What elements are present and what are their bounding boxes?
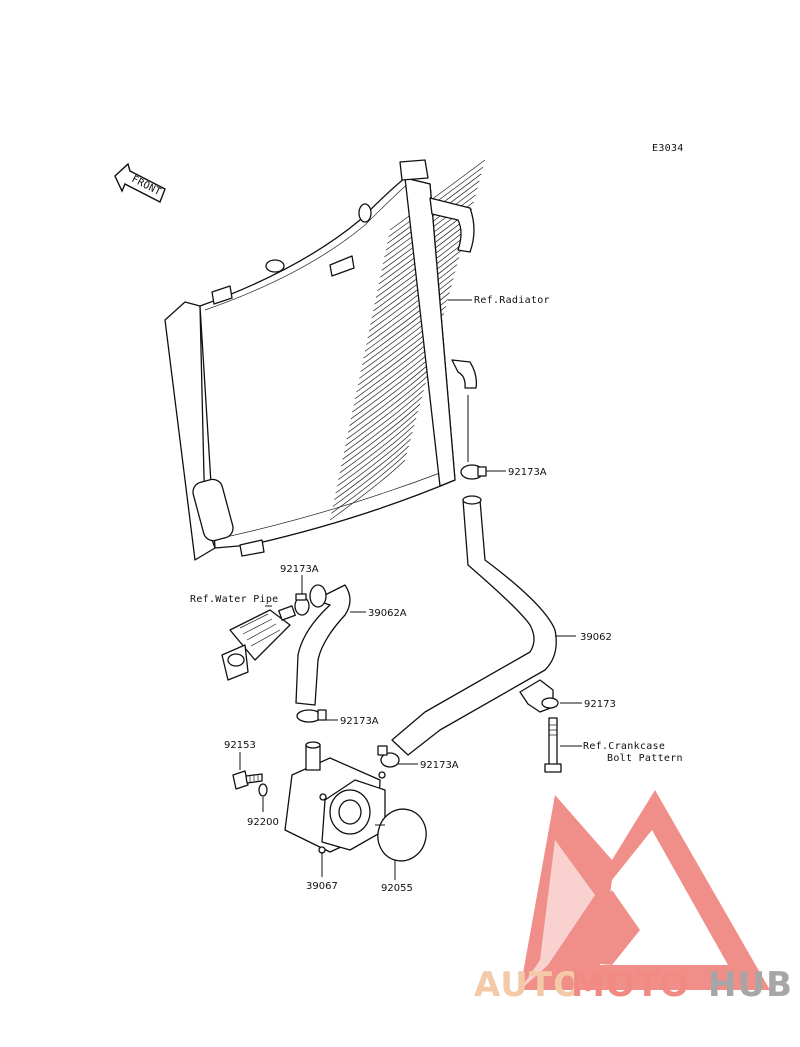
radiator-fin-line <box>363 292 450 359</box>
radiator-fin-line <box>329 459 406 521</box>
clamp-cooler-right <box>377 745 400 768</box>
radiator-assembly: Ref.Radiator <box>164 159 550 561</box>
label-crankcase-1: Ref.Crankcase <box>583 741 665 752</box>
label-hose-a: 39062A <box>368 608 407 619</box>
radiator-fin-line <box>388 166 484 238</box>
oil-cooler <box>284 741 386 854</box>
label-hose-b: 39062 <box>580 632 612 643</box>
hose-39062 <box>391 499 557 756</box>
crankcase-bolt <box>544 717 562 773</box>
hose-39062a <box>295 584 351 706</box>
radiator-fin-line <box>338 417 417 480</box>
diagram-code: E3034 <box>652 143 684 154</box>
radiator-fin-line <box>345 382 426 447</box>
radiator-fin-line <box>346 376 428 440</box>
label-bolt: 92153 <box>224 740 256 751</box>
water-pipe <box>221 605 296 681</box>
radiator-core <box>199 177 456 549</box>
radiator-fin-line <box>331 452 408 514</box>
label-clamp-water: 92173A <box>280 564 319 575</box>
radiator-right-tank <box>404 177 456 487</box>
label-water-pipe: Ref.Water Pipe <box>190 594 279 605</box>
radiator-fin-line <box>389 159 486 231</box>
label-ref-radiator: Ref.Radiator <box>474 295 550 306</box>
clamp-water-pipe <box>294 593 310 616</box>
radiator-bracket <box>329 255 355 277</box>
watermark-auto: AUTO <box>474 965 583 1005</box>
radiator-mount-ring <box>265 259 285 273</box>
radiator-fin-line <box>342 396 422 460</box>
bracket-92173 <box>519 679 559 713</box>
radiator-fin-line <box>347 369 430 433</box>
radiator-cap <box>399 159 429 181</box>
radiator-fin-line <box>367 271 456 339</box>
radiator-fin-line <box>336 424 415 487</box>
label-clamp-cooler-right: 92173A <box>420 760 459 771</box>
radiator-bracket-3 <box>239 539 265 557</box>
watermark-moto: MOTO <box>571 965 690 1005</box>
label-clamp-cooler-left: 92173A <box>340 716 379 727</box>
radiator-fin-line <box>335 431 413 494</box>
watermark-text: AUTO MOTO HUB <box>474 965 793 1005</box>
label-bracket: 92173 <box>584 699 616 710</box>
label-washer: 92200 <box>247 817 279 828</box>
radiator-lower-neck <box>451 359 478 389</box>
radiator-fin-line <box>384 187 478 258</box>
radiator-fin-line <box>340 403 421 467</box>
radiator-fin-line <box>349 362 432 426</box>
radiator-fin-line <box>364 285 452 352</box>
radiator-fin-line <box>339 410 419 474</box>
label-crankcase-2: Bolt Pattern <box>607 753 683 764</box>
clamp-cooler-left <box>296 709 327 723</box>
clamp-upper <box>460 464 487 480</box>
radiator-bracket-2 <box>211 285 233 305</box>
label-oil-cooler: 39067 <box>306 881 338 892</box>
radiator-fin-line <box>361 299 449 366</box>
bolt <box>232 770 263 790</box>
radiator-upper-neck <box>429 197 475 253</box>
washer <box>258 783 268 797</box>
radiator-fin-line <box>366 278 454 345</box>
watermark-logo <box>520 790 770 990</box>
radiator-mount-ring-2 <box>358 203 372 223</box>
label-o-ring: 92055 <box>381 883 413 894</box>
radiator-fin-line <box>343 389 424 453</box>
radiator-grommet <box>192 478 234 542</box>
label-clamp-upper: 92173A <box>508 467 547 478</box>
radiator-fin-line <box>332 445 409 507</box>
front-arrow-icon: FRONT <box>114 162 166 203</box>
radiator-fin-line <box>333 438 411 501</box>
watermark-hub: HUB <box>708 965 793 1005</box>
